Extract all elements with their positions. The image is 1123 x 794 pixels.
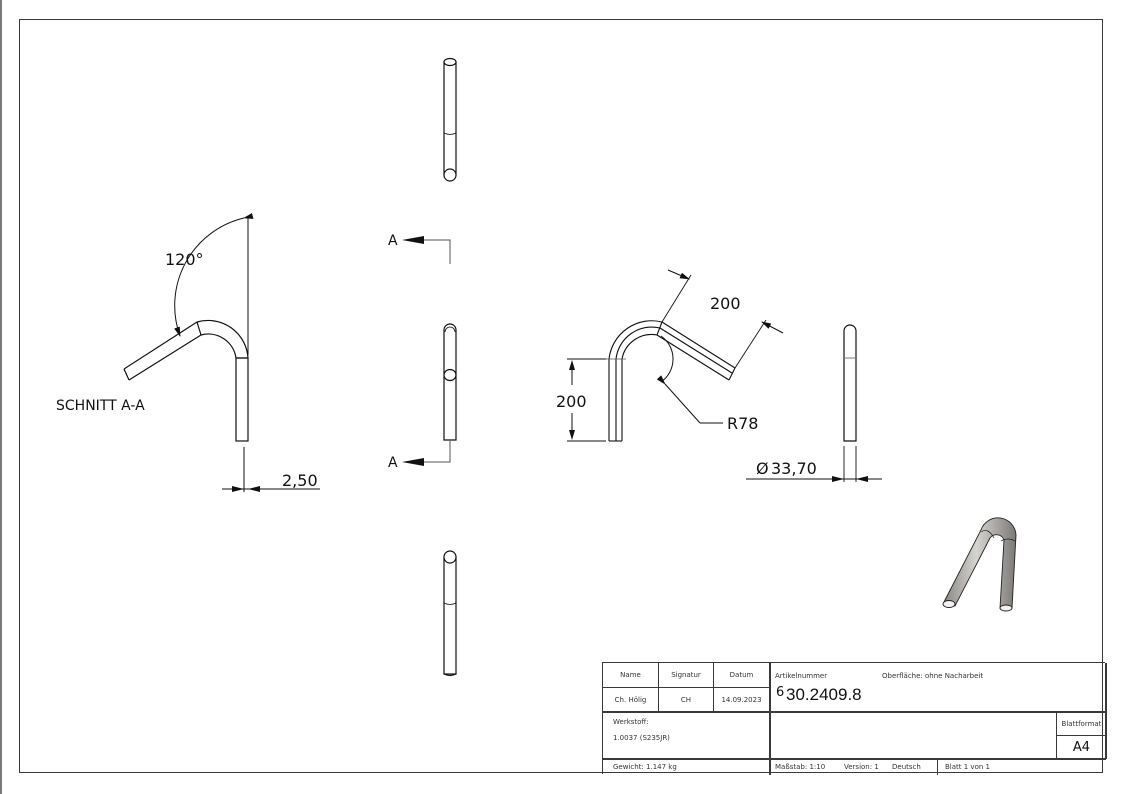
artikelnummer-prefix: 6	[776, 684, 785, 700]
section-marker-bottom	[402, 441, 451, 466]
version: Version: 1	[844, 762, 879, 771]
end-view-tube	[746, 324, 882, 482]
section-marker-label-top: A	[388, 233, 398, 249]
isometric-3d-view	[942, 517, 1017, 612]
top-view-tube	[443, 57, 457, 182]
section-title: SCHNITT A-A	[56, 398, 145, 414]
blattformat-label: Blattformat	[1061, 719, 1102, 728]
length-dimension-angled: 200	[710, 294, 741, 313]
length-dimension-vertical: 200	[556, 392, 587, 411]
bottom-view-tube	[443, 550, 457, 677]
artikelnummer-value: 30.2409.8	[786, 685, 862, 704]
drawing-border	[19, 19, 1103, 773]
diameter-symbol: Ø	[756, 459, 769, 478]
value-signatur: CH	[680, 695, 692, 704]
value-name: Ch. Hölig	[614, 695, 647, 704]
gewicht: Gewicht: 1.147 kg	[613, 762, 677, 771]
side-view-bent-tube	[567, 269, 784, 442]
section-marker-top	[402, 236, 451, 264]
header-name: Name	[620, 671, 641, 679]
angle-dimension: 120°	[165, 250, 204, 269]
sheet-edge	[0, 0, 2, 794]
radius-dimension: R78	[727, 414, 758, 433]
werkstoff-value: 1.0037 (S235JR)	[613, 734, 670, 742]
werkstoff-label: Werkstoff:	[613, 718, 649, 726]
massstab: Maßstab: 1:10	[775, 762, 826, 771]
wall-thickness-dimension: 2,50	[282, 471, 318, 490]
header-signatur: Signatur	[671, 671, 701, 679]
front-view-tube	[443, 323, 457, 441]
title-block: Name Signatur Datum Ch. Hölig CH 14.09.2…	[602, 662, 1107, 775]
diameter-dimension: 33,70	[771, 459, 817, 478]
section-view-a-a	[123, 213, 320, 492]
blatt-nummer: Blatt 1 von 1	[945, 762, 990, 771]
blattformat-value: A4	[1072, 739, 1091, 755]
artikelnummer-label: Artikelnummer	[775, 672, 828, 680]
section-marker-label-bottom: A	[388, 455, 398, 471]
value-datum: 14.09.2023	[721, 695, 762, 704]
oberflaeche-label: Oberfläche: ohne Nacharbeit	[882, 672, 984, 680]
header-datum: Datum	[729, 671, 754, 679]
sprache: Deutsch	[892, 762, 921, 771]
